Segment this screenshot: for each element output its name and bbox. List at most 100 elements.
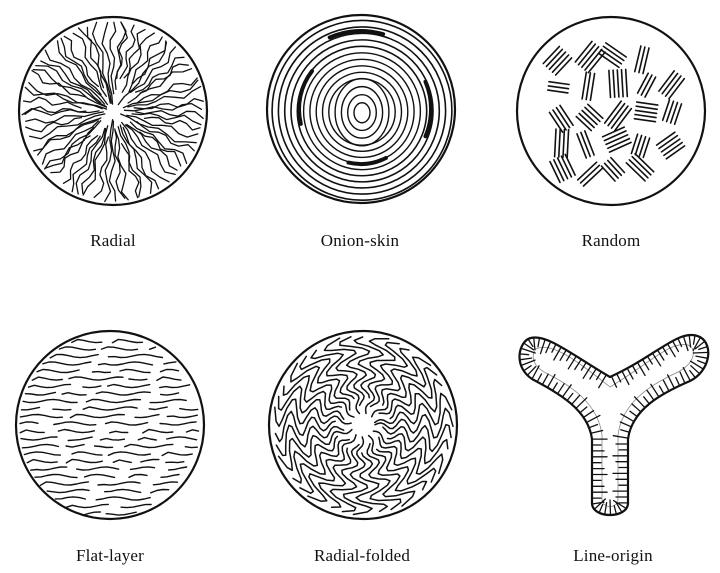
layer-line xyxy=(150,347,156,349)
edge-stroke xyxy=(567,353,572,361)
concentric-ring xyxy=(323,72,402,151)
edge-stroke xyxy=(558,384,565,394)
layer-line xyxy=(106,422,148,425)
layer-line xyxy=(121,505,151,508)
layer-line xyxy=(72,340,102,343)
edge-stroke xyxy=(694,335,696,344)
layer-line xyxy=(187,430,199,432)
layer-line xyxy=(161,393,179,395)
layer-line xyxy=(92,372,110,373)
layer-line xyxy=(129,475,147,478)
bundle-line xyxy=(567,130,568,158)
layer-line xyxy=(108,354,162,357)
bundle-line xyxy=(608,139,630,149)
y-shape-midline xyxy=(533,345,693,507)
bundle-line xyxy=(585,131,594,155)
bundle-line xyxy=(622,70,624,97)
edge-stroke xyxy=(591,431,603,434)
line-origin-pattern-drawing xyxy=(510,327,716,523)
bundle-line xyxy=(606,135,628,145)
layer-line xyxy=(105,489,141,492)
concentric-ring xyxy=(316,66,408,158)
bundle-line xyxy=(581,132,590,156)
layer-line xyxy=(72,452,102,455)
layer-line xyxy=(167,437,197,440)
layer-line xyxy=(138,438,156,440)
line-origin-caption: Line-origin xyxy=(493,546,720,566)
layer-line xyxy=(55,497,85,499)
layer-line xyxy=(25,392,55,395)
edge-stroke xyxy=(546,342,551,353)
layer-line xyxy=(86,400,140,403)
radial-folded-pattern-drawing xyxy=(265,327,461,523)
edge-stroke xyxy=(563,385,572,397)
edge-stroke xyxy=(534,338,535,350)
layer-line xyxy=(23,399,77,402)
bundle-line xyxy=(645,77,656,97)
edge-stroke xyxy=(560,350,566,360)
edge-stroke xyxy=(610,500,611,515)
layer-line xyxy=(112,339,142,342)
edge-stroke xyxy=(581,363,586,371)
layer-line xyxy=(135,415,159,418)
bundle-line xyxy=(613,70,615,97)
edge-stroke xyxy=(605,503,607,515)
radial-caption: Radial xyxy=(0,231,233,251)
bundle-line xyxy=(626,69,628,96)
radial-line xyxy=(120,25,135,78)
layer-line xyxy=(37,369,79,372)
edge-stroke xyxy=(696,356,708,358)
layer-line xyxy=(96,497,150,500)
edge-stroke xyxy=(676,378,680,386)
edge-stroke xyxy=(541,339,546,353)
flat-layer-caption: Flat-layer xyxy=(0,546,230,566)
edge-stroke xyxy=(568,356,576,369)
layer-line xyxy=(22,444,58,447)
edge-stroke xyxy=(683,336,688,350)
layer-line xyxy=(83,386,101,388)
edge-stroke xyxy=(614,506,616,515)
bundle-line xyxy=(637,102,658,105)
onion-skin-caption: Onion-skin xyxy=(240,231,480,251)
bundle-line xyxy=(559,129,560,157)
layer-line xyxy=(77,467,119,470)
edge-stroke xyxy=(528,339,533,347)
layer-line xyxy=(166,462,184,463)
edge-stroke xyxy=(576,398,587,409)
bundle-line xyxy=(555,129,556,157)
edge-stroke xyxy=(589,425,597,428)
edge-stroke xyxy=(689,335,690,347)
bundle-line xyxy=(604,131,626,141)
radial-line xyxy=(134,99,203,109)
layer-line xyxy=(21,437,57,440)
layer-line xyxy=(66,445,84,448)
bundle-line xyxy=(641,75,652,95)
bundle-line xyxy=(636,110,657,113)
layer-line xyxy=(20,422,38,424)
bundle-line xyxy=(548,90,568,93)
edge-stroke xyxy=(632,404,641,412)
bundle-line xyxy=(550,162,560,183)
bundle-line xyxy=(586,73,590,100)
edge-stroke xyxy=(520,358,532,360)
layer-line xyxy=(120,369,150,372)
layer-line xyxy=(169,467,187,470)
layer-line xyxy=(40,482,88,485)
bundle-line xyxy=(609,70,611,97)
layer-line xyxy=(98,482,140,485)
folded-line xyxy=(366,339,395,414)
edge-stroke xyxy=(699,347,708,350)
radial-line xyxy=(79,28,104,88)
edge-stroke xyxy=(683,368,690,381)
edge-stroke xyxy=(627,368,633,379)
layer-line xyxy=(161,475,179,478)
layer-line xyxy=(69,377,123,380)
edge-stroke xyxy=(622,371,629,384)
layer-line xyxy=(167,415,197,417)
concentric-ring xyxy=(329,79,395,145)
layer-line xyxy=(161,370,179,372)
folded-line xyxy=(311,350,354,398)
layer-line xyxy=(68,437,92,440)
layer-line xyxy=(102,347,138,350)
bundle-line xyxy=(603,127,625,137)
